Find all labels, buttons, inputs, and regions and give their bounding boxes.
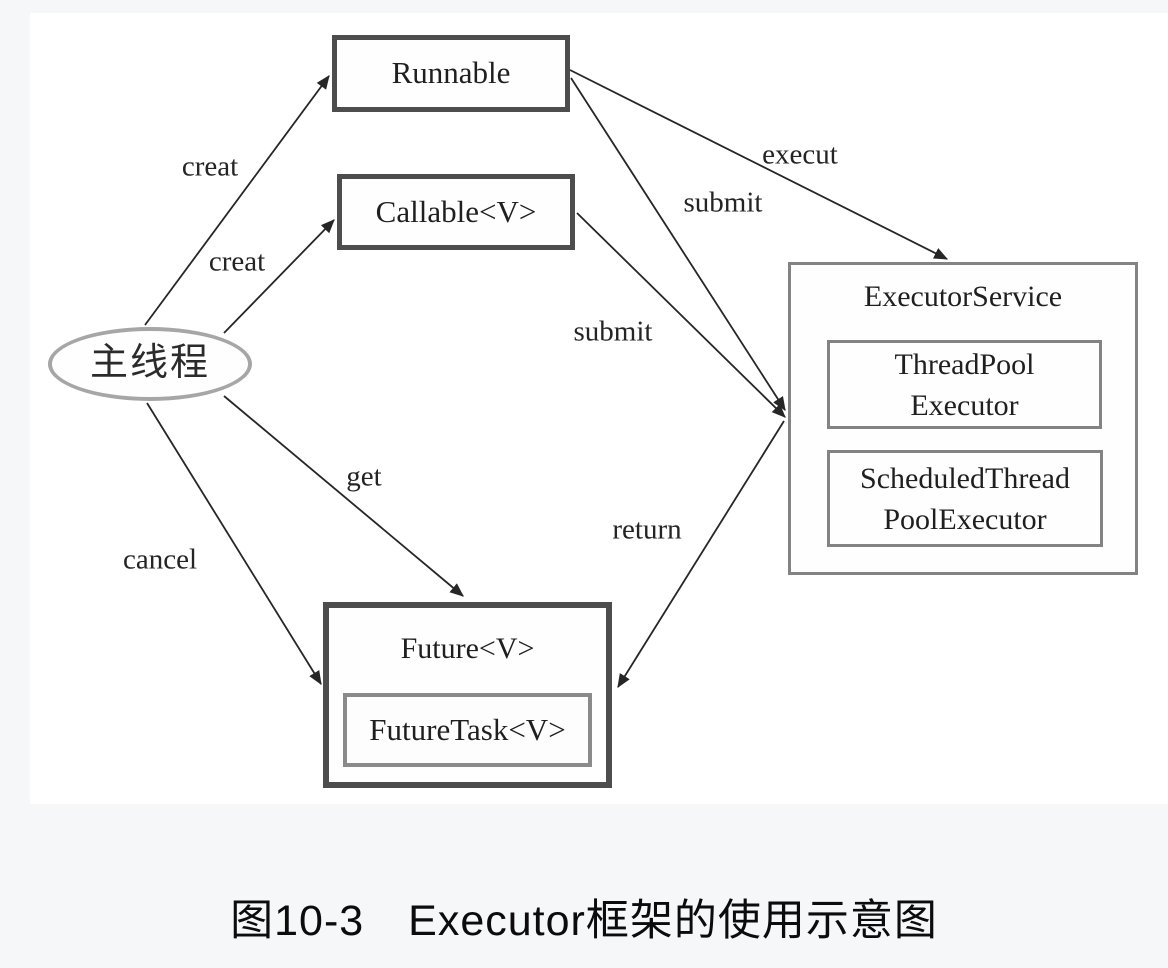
node-runnable: Runnable — [332, 35, 570, 112]
scheduled-thread-pool-executor-line1: ScheduledThread — [860, 461, 1070, 495]
edge-label-get: get — [346, 460, 382, 493]
node-callable: Callable<V> — [337, 174, 575, 250]
edge-label-execut: execut — [762, 138, 838, 171]
edge-label-creat-callable: creat — [208, 245, 266, 278]
runnable-label: Runnable — [391, 55, 511, 91]
main-thread-label: 主线程 — [89, 342, 210, 385]
node-future-task: FutureTask<V> — [343, 693, 592, 767]
future-label: Future<V> — [400, 632, 535, 665]
thread-pool-executor-line2: Executor — [910, 388, 1019, 422]
node-future: Future<V> FutureTask<V> — [323, 602, 612, 788]
figure-caption: 图10-3 Executor框架的使用示意图 — [230, 897, 938, 945]
future-task-label: FutureTask<V> — [369, 711, 566, 747]
edge-label-submit-callable: submit — [573, 315, 653, 348]
edge-label-creat-runnable: creat — [181, 150, 239, 183]
scheduled-thread-pool-executor-line2: PoolExecutor — [883, 502, 1047, 536]
edge-label-submit-runnable: submit — [683, 186, 763, 219]
edge-label-cancel: cancel — [122, 543, 198, 576]
node-scheduled-thread-pool-executor: ScheduledThread PoolExecutor — [827, 450, 1103, 547]
executor-service-label: ExecutorService — [863, 280, 1063, 313]
node-main-thread: 主线程 — [48, 327, 252, 401]
edge-label-return: return — [612, 513, 682, 546]
node-thread-pool-executor: ThreadPool Executor — [827, 340, 1102, 429]
node-executor-service: ExecutorService ThreadPool Executor Sche… — [788, 262, 1138, 575]
callable-label: Callable<V> — [375, 193, 537, 229]
thread-pool-executor-line1: ThreadPool — [894, 347, 1035, 381]
